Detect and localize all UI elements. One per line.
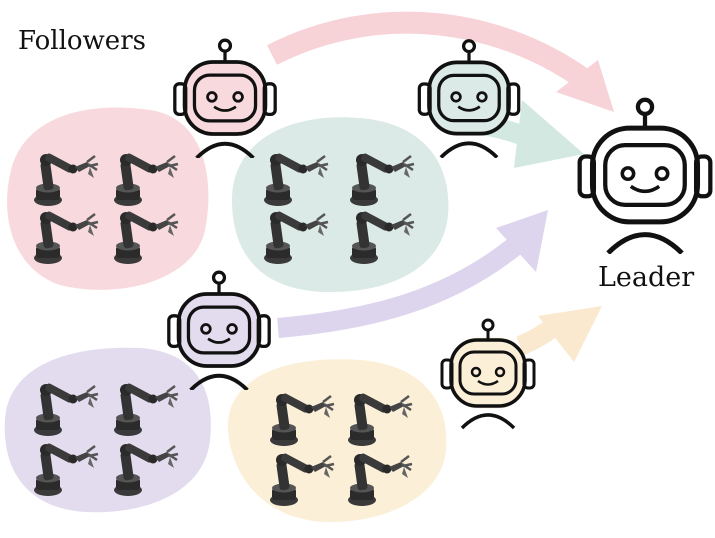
teal-group-blob	[232, 117, 449, 292]
followers-label: Followers	[18, 26, 146, 56]
teal-arrow-head	[514, 100, 584, 168]
pink-arrow-head	[556, 60, 614, 112]
cream-arrow-head	[538, 306, 602, 362]
cream-group-blob	[227, 359, 447, 522]
purple-arrow-head	[496, 210, 548, 272]
pink-arrow	[267, 11, 589, 87]
pink-follower-robot-icon-face	[184, 62, 266, 134]
leader-robot-icon-face	[592, 127, 698, 223]
purple-follower-robot-icon-face	[177, 294, 261, 366]
cream-follower-robot-icon-face	[451, 337, 525, 409]
purple-arrow	[277, 234, 527, 338]
teal-follower-robot-icon-face	[429, 62, 509, 134]
leader-label: Leader	[598, 262, 695, 293]
